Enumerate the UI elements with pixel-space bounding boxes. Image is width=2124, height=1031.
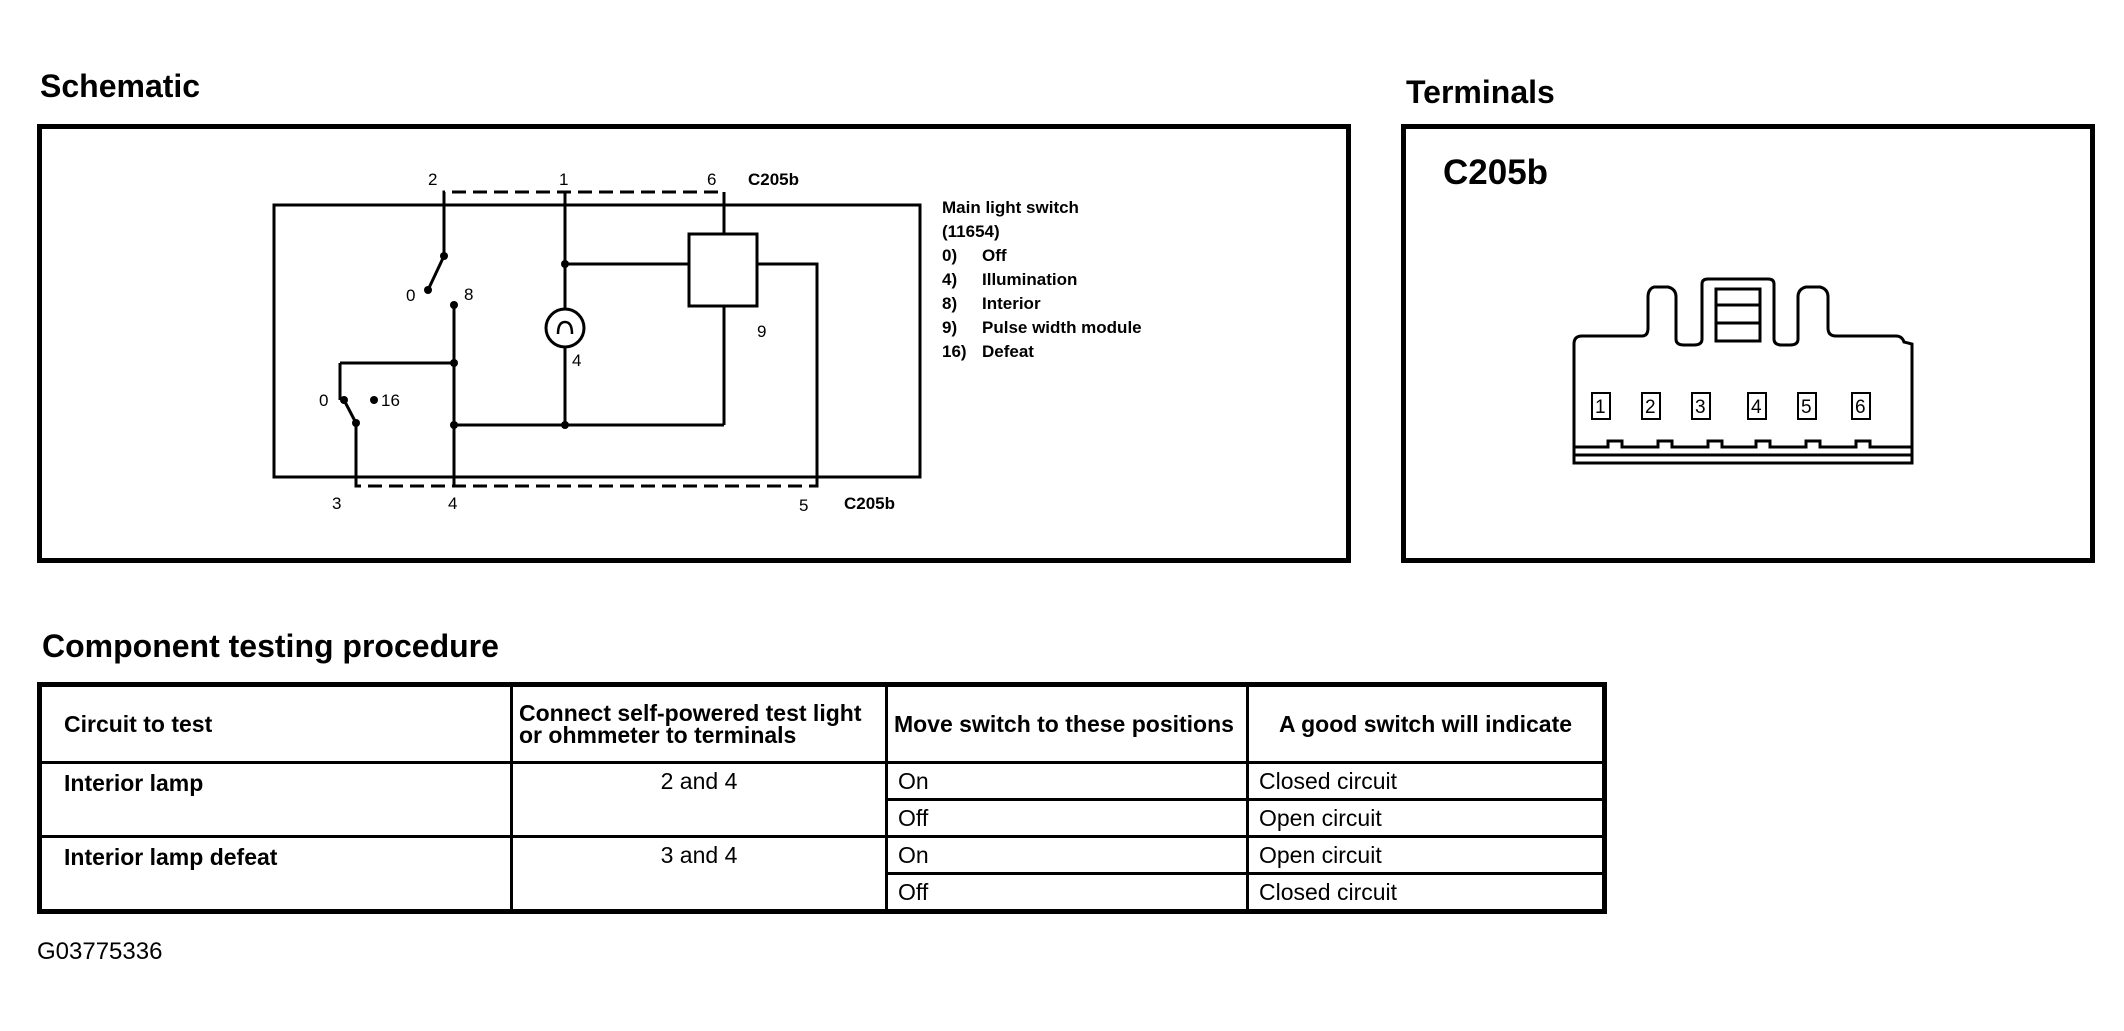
legend-code: 4) xyxy=(942,270,957,289)
pin-3-label: 3 xyxy=(332,494,341,513)
cell-result: Closed circuit xyxy=(1246,761,1606,801)
connector-outline xyxy=(1572,277,1914,465)
legend-text: Defeat xyxy=(982,342,1034,361)
legend-code: 8) xyxy=(942,294,957,313)
legend-text: Off xyxy=(982,246,1007,265)
pin-4-label: 4 xyxy=(448,494,457,513)
cell-terminals: 2 and 4 xyxy=(510,761,888,838)
connector-latch xyxy=(1714,287,1762,343)
connector-top-dashed xyxy=(442,190,726,205)
terminal-connector-label: C205b xyxy=(1443,153,1548,192)
pulse-width-module xyxy=(687,232,759,308)
switch-a-blade xyxy=(426,255,446,291)
connector-bottom-label: C205b xyxy=(844,494,895,513)
schematic-diagram: 2 1 6 C205b 3 4 5 C205b 0 8 0 16 4 9 Mai… xyxy=(272,170,1142,515)
cell-result: Open circuit xyxy=(1246,798,1606,838)
terminal-cavity xyxy=(1851,392,1871,420)
terminal-cavity xyxy=(1797,392,1817,420)
header-connect-line2: or ohmmeter to terminals xyxy=(519,722,797,748)
cell-position: Off xyxy=(885,872,1249,913)
module-label: 9 xyxy=(757,322,766,341)
cell-result: Closed circuit xyxy=(1246,872,1606,913)
terminal-pin-label: 3 xyxy=(1695,397,1706,418)
table-row: Interior lamp 2 and 4 On Closed circuit xyxy=(38,761,1606,838)
table-row: Interior lamp defeat 3 and 4 On Open cir… xyxy=(38,835,1606,913)
legend-title: Main light switch xyxy=(942,198,1079,217)
procedure-table: Circuit to test Connect self-powered tes… xyxy=(37,682,1607,914)
terminal-pin-label: 1 xyxy=(1595,397,1606,418)
header-connect-line1: Connect self-powered test light xyxy=(519,700,862,726)
header-circuit: Circuit to test xyxy=(38,683,513,764)
cell-result: Open circuit xyxy=(1246,835,1606,875)
pin-1-label: 1 xyxy=(559,170,568,189)
cell-circuit: Interior lamp defeat xyxy=(38,835,513,913)
terminal-pin-label: 6 xyxy=(1855,397,1866,418)
cell-circuit: Interior lamp xyxy=(38,761,513,838)
cell-position: Off xyxy=(885,798,1249,838)
connector-top-label: C205b xyxy=(748,170,799,189)
pin-6-label: 6 xyxy=(707,170,716,189)
connector-face-diagram: C205b 1 2 3 4 5 6 xyxy=(1443,153,1914,465)
legend-text: Illumination xyxy=(982,270,1077,289)
cell-position: On xyxy=(885,835,1249,875)
procedure-title: Component testing procedure xyxy=(42,628,499,664)
cell-terminals: 3 and 4 xyxy=(510,835,888,913)
pin-2-label: 2 xyxy=(428,170,437,189)
terminals-title: Terminals xyxy=(1406,74,1555,110)
table-row: Off Closed circuit xyxy=(40,872,1606,913)
terminals-panel: C205b 1 2 3 4 5 6 xyxy=(1401,124,2095,563)
switch-a-off-label: 0 xyxy=(406,286,415,305)
legend-text: Interior xyxy=(982,294,1041,313)
lamp-symbol xyxy=(544,307,586,349)
terminal-pin-label: 4 xyxy=(1751,397,1762,418)
legend-code: 0) xyxy=(942,246,957,265)
header-connect: Connect self-powered test light or ohmme… xyxy=(510,683,888,764)
header-positions: Move switch to these positions xyxy=(885,683,1249,764)
terminal-cavity xyxy=(1691,392,1711,420)
lamp-label: 4 xyxy=(572,351,581,370)
terminal-cavity xyxy=(1747,392,1767,420)
table-row: Off Open circuit xyxy=(40,798,1606,838)
header-indicate: A good switch will indicate xyxy=(1246,683,1606,764)
terminal-pin-label: 5 xyxy=(1801,397,1812,418)
switch-b-off-label: 0 xyxy=(319,391,328,410)
figure-id: G03775336 xyxy=(37,938,163,965)
terminal-cavity xyxy=(1591,392,1611,420)
pin-5-label: 5 xyxy=(799,496,808,515)
legend-part-number: (11654) xyxy=(942,222,1000,241)
switch-housing xyxy=(272,203,922,479)
schematic-title: Schematic xyxy=(40,68,201,104)
switch-b-blade xyxy=(342,399,358,424)
legend-code: 9) xyxy=(942,318,957,337)
cell-position: On xyxy=(885,761,1249,801)
switch-b-defeat-label: 16 xyxy=(381,391,400,410)
terminal-cavity xyxy=(1641,392,1661,420)
schematic-panel: 2 1 6 C205b 3 4 5 C205b 0 8 0 16 4 9 Mai… xyxy=(37,124,1351,563)
switch-a-interior-label: 8 xyxy=(464,285,473,304)
table-header-row: Circuit to test Connect self-powered tes… xyxy=(38,683,1606,764)
terminal-pin-label: 2 xyxy=(1645,397,1656,418)
legend-code: 16) xyxy=(942,342,967,361)
legend-text: Pulse width module xyxy=(982,318,1142,337)
